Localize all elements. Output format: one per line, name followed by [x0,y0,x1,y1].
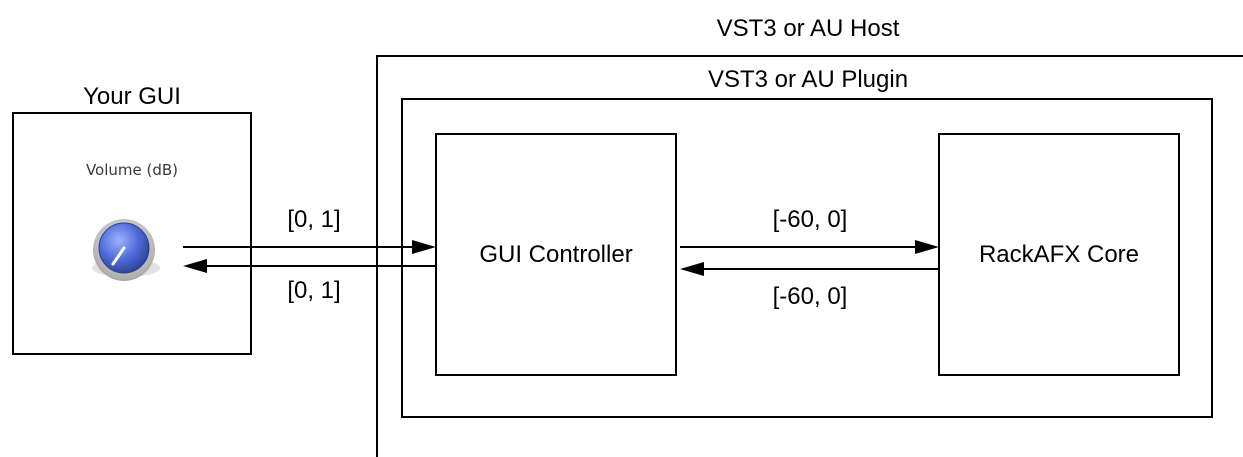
arrow-controller-to-gui [183,259,436,273]
arrow-controller-to-core-label: [-60, 0] [773,206,848,233]
arrow-gui-to-controller-label: [0, 1] [287,206,340,233]
volume-knob[interactable] [92,219,160,281]
core-label: RackAFX Core [979,241,1139,268]
knob-indicator [111,246,126,266]
gui-controller-label: GUI Controller [479,241,632,268]
arrow-core-to-controller-label: [-60, 0] [773,283,848,310]
gui-controller-box [435,133,677,376]
arrow-gui-to-controller [183,240,436,254]
knob-label: Volume (dB) [86,161,178,179]
plugin-frame [401,98,1213,418]
arrow-controller-to-core [680,240,939,254]
plugin-title: VST3 or AU Plugin [708,66,908,93]
host-frame [376,55,1243,457]
arrow-controller-to-gui-label: [0, 1] [287,277,340,304]
gui-box [12,112,252,355]
arrow-core-to-controller [680,262,939,276]
core-box [938,133,1180,376]
host-title: VST3 or AU Host [717,15,900,42]
gui-title: Your GUI [83,83,181,110]
